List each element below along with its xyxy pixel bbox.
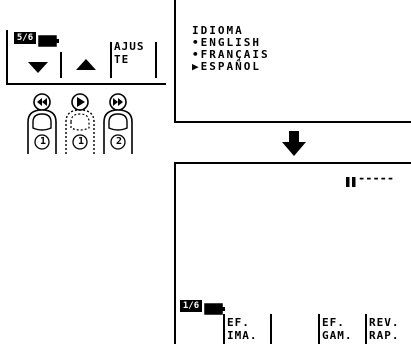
menu-title: IDIOMA	[192, 24, 244, 37]
menu-screen-bottom-border	[174, 121, 411, 123]
menu-option-espanol[interactable]: ▶ESPAÑOL	[192, 61, 261, 73]
battery-icon	[38, 32, 59, 47]
menu-option-francais[interactable]: •FRANÇAIS	[192, 49, 270, 61]
play-icon	[77, 97, 85, 107]
page-badge: 1/6	[180, 300, 202, 312]
button-divider	[110, 42, 112, 78]
down-arrow-icon	[282, 131, 306, 157]
button-divider	[223, 314, 225, 344]
strip-left-border	[6, 30, 8, 84]
up-button[interactable]	[68, 55, 104, 73]
bullet-icon: •	[192, 36, 201, 49]
fast-forward-icon	[113, 98, 123, 106]
menu-screen-left-border	[174, 0, 176, 122]
button-divider	[318, 314, 320, 344]
rewind-icon	[37, 98, 47, 106]
menu-option-label: FRANÇAIS	[200, 48, 270, 61]
image-effect-label-line2: IMA.	[227, 329, 258, 342]
finger-2	[65, 93, 95, 154]
playback-screen-top-border	[174, 162, 411, 164]
ajuste-label-line2: TE	[114, 53, 130, 66]
finger-3	[103, 93, 133, 154]
finger-number-1: 1	[39, 136, 47, 147]
button-divider	[60, 52, 62, 78]
button-divider	[365, 314, 367, 344]
gamma-effect-label-line2: GAM.	[322, 329, 353, 342]
quick-review-label-line2: RAP.	[369, 329, 400, 342]
finger-number-3: 2	[115, 136, 123, 147]
finger-number-2: 1	[77, 136, 85, 147]
button-divider	[155, 42, 157, 78]
ajuste-label-line1: AJUS	[114, 40, 145, 53]
menu-option-label: ENGLISH	[200, 36, 261, 49]
menu-option-label: ESPAÑOL	[200, 60, 261, 73]
quick-review-label-line1: REV.	[369, 316, 400, 329]
strip-bottom-border	[6, 83, 166, 85]
counter-display: -----	[358, 171, 395, 185]
down-triangle-icon	[28, 62, 48, 73]
finger-diagram	[27, 93, 133, 154]
ajuste-button[interactable]: AJUS TE	[114, 40, 154, 66]
up-triangle-icon	[76, 59, 96, 70]
gamma-effect-label-line1: EF.	[322, 316, 345, 329]
down-button[interactable]	[22, 58, 54, 76]
page-badge: 5/6	[14, 32, 36, 44]
bullet-icon: •	[192, 48, 201, 61]
menu-option-english[interactable]: •ENGLISH	[192, 37, 261, 49]
button-divider	[270, 314, 272, 344]
playback-screen-left-border	[174, 162, 176, 344]
gamma-effect-button[interactable]: EF. GAM.	[322, 316, 353, 342]
quick-review-button[interactable]: REV. RAP.	[369, 316, 400, 342]
selection-arrow-icon: ▶	[192, 60, 201, 73]
image-effect-label-line1: EF.	[227, 316, 250, 329]
battery-icon	[204, 300, 226, 315]
pause-icon	[345, 173, 357, 187]
image-effect-button[interactable]: EF. IMA.	[227, 316, 258, 342]
